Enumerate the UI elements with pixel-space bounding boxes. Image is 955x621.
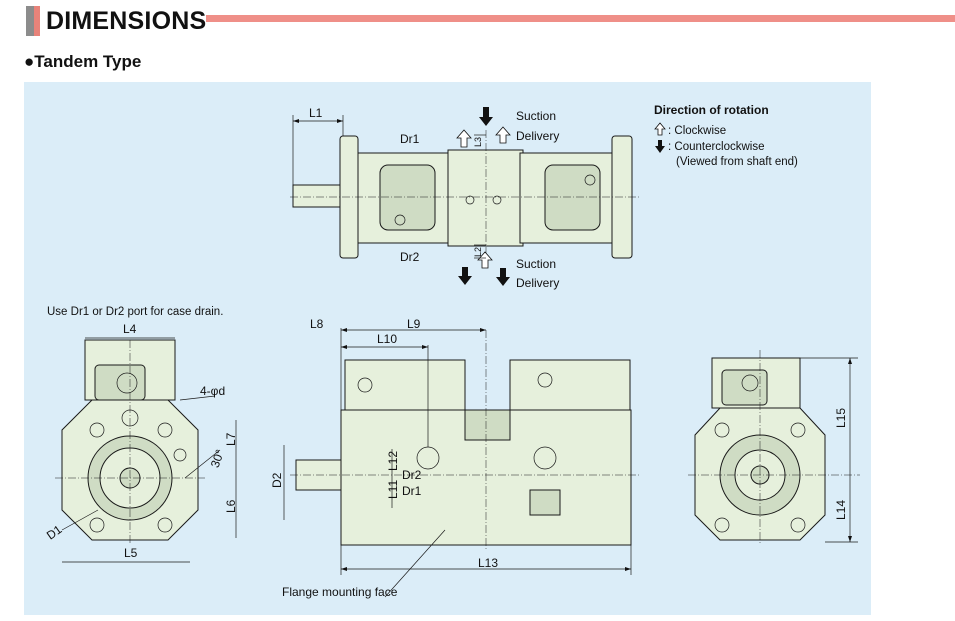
label-suction-top: Suction — [516, 109, 556, 123]
label-l5: L5 — [124, 546, 138, 560]
header-rule — [206, 15, 955, 22]
drain-note: Use Dr1 or Dr2 port for case drain. — [47, 306, 223, 318]
label-l15: L15 — [834, 408, 848, 428]
side-view — [283, 328, 640, 598]
label-l13: L13 — [478, 556, 498, 570]
top-view — [290, 107, 640, 286]
header-bar-gray — [26, 6, 34, 36]
label-l14: L14 — [834, 500, 848, 520]
label-suction-bottom: Suction — [516, 257, 556, 271]
label-delivery-top: Delivery — [516, 129, 559, 143]
label-d2: D2 — [270, 472, 284, 488]
page-title: DIMENSIONS — [46, 7, 207, 35]
legend-clockwise: : Clockwise — [668, 125, 726, 137]
flange-note: Flange mounting face — [282, 585, 398, 599]
label-l9: L9 — [407, 317, 421, 331]
label-d1: D1 — [44, 522, 65, 542]
label-l1: L1 — [309, 106, 323, 120]
label-dr1-top: Dr1 — [400, 132, 420, 146]
label-angle: 30° — [208, 447, 227, 469]
section-title: ●Tandem Type — [24, 52, 142, 71]
counterclockwise-arrow-icon — [655, 140, 665, 153]
label-holes: 4-φd — [200, 384, 225, 398]
label-dr1-side: Dr1 — [402, 484, 422, 498]
label-l3: L3 — [473, 137, 483, 147]
label-l4: L4 — [123, 322, 137, 336]
label-delivery-bottom: Delivery — [516, 276, 559, 290]
label-l10: L10 — [377, 332, 397, 346]
label-l8: L8 — [310, 317, 324, 331]
label-dr2-top: Dr2 — [400, 250, 420, 264]
label-dr2-side: Dr2 — [402, 468, 422, 482]
header-bar-accent — [34, 6, 40, 36]
clockwise-arrow-icon — [654, 122, 666, 136]
label-l2: L2 — [473, 247, 483, 257]
right-view — [688, 350, 860, 545]
label-l7: L7 — [224, 432, 238, 446]
legend-viewed: (Viewed from shaft end) — [676, 156, 798, 168]
legend-counterclockwise: : Counterclockwise — [668, 141, 765, 153]
legend-title: Direction of rotation — [654, 103, 769, 117]
left-view — [55, 337, 237, 563]
label-l11: L11 — [386, 480, 400, 499]
label-l12: L12 — [386, 451, 400, 471]
label-l6: L6 — [224, 499, 238, 513]
